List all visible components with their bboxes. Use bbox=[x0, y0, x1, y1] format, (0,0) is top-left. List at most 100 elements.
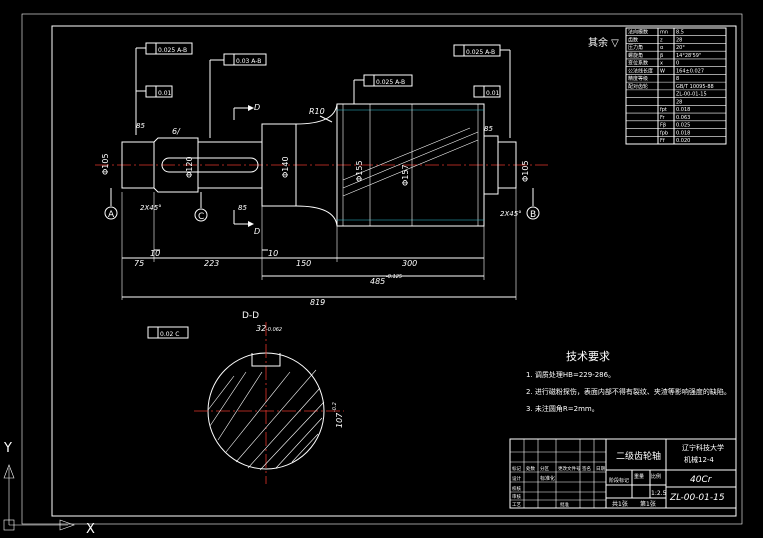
param-cell: 0.063 bbox=[676, 115, 690, 121]
chamfer-left-label: 2X45° bbox=[140, 204, 162, 212]
dim-485: 485 bbox=[370, 277, 385, 286]
fcf-6-text: 0.01 bbox=[486, 90, 500, 97]
sheet-total: 共1张 bbox=[612, 500, 628, 508]
tech-req-item-2: 2. 进行磁粉探伤，表面内部不得有裂纹、夹渣等影响强度的缺陷。 bbox=[526, 387, 731, 396]
datum-b-marker: B bbox=[526, 188, 540, 220]
param-cell: 精度等级 bbox=[628, 75, 648, 82]
param-cell: fpb bbox=[660, 130, 668, 136]
param-cell: 变位系数 bbox=[628, 60, 648, 67]
dia-mid-text: Φ140 bbox=[281, 156, 290, 178]
section-depth-tol: -0.2 bbox=[332, 402, 338, 412]
param-cell: 28 bbox=[676, 99, 682, 105]
tech-req-title: 技术要求 bbox=[566, 350, 610, 363]
fcf-6: 0.01 bbox=[473, 85, 501, 98]
param-cell: β bbox=[660, 53, 663, 59]
section-cut-d-bottom: D bbox=[233, 210, 260, 236]
fcf-3: 0.03 A-B bbox=[209, 53, 267, 138]
param-cell: 0.020 bbox=[676, 138, 690, 144]
param-cell: Fβ bbox=[660, 123, 666, 129]
param-cell: W bbox=[660, 68, 665, 74]
title-block-side-label: 设计 bbox=[512, 475, 521, 482]
title-block-row-label: 日期 bbox=[596, 466, 605, 472]
dim-300: 300 bbox=[402, 259, 417, 268]
std-label: 标准化 bbox=[540, 475, 555, 482]
param-cell: 配对齿轮 bbox=[628, 83, 648, 90]
section-key-dim: 32 bbox=[256, 324, 266, 333]
class-name: 机械12-4 bbox=[684, 455, 714, 464]
material: 40Cr bbox=[690, 475, 713, 485]
param-cell: 压力角 bbox=[628, 44, 643, 51]
section-key-tol: -0.062 bbox=[266, 327, 282, 333]
title-block-row-label: 分区 bbox=[540, 465, 549, 472]
param-cell: Fr bbox=[660, 115, 666, 121]
title-block-side-label: 批准 bbox=[560, 501, 569, 508]
tech-req-item-3: 3. 未注圆角R=2mm。 bbox=[526, 404, 599, 413]
dia-key-text: Φ120 bbox=[185, 156, 194, 178]
school-name: 辽宁科技大学 bbox=[682, 443, 724, 452]
param-cell: 0.018 bbox=[676, 107, 690, 113]
param-cell: fpt bbox=[660, 107, 667, 113]
param-cell: 28 bbox=[676, 37, 682, 43]
title-block-side-label: 校核 bbox=[512, 485, 521, 492]
weight-label: 重量 bbox=[634, 473, 644, 480]
fcf-3-text: 0.03 A-B bbox=[236, 58, 261, 65]
dim-485-tol: -0.125 bbox=[386, 274, 402, 280]
title-block bbox=[509, 438, 737, 509]
roughness-main: 6/ bbox=[172, 127, 181, 136]
cut-d-bottom-label: D bbox=[254, 227, 260, 236]
title-block-row-label: 签名 bbox=[582, 465, 591, 472]
title-block-row-label: 更改文件号 bbox=[558, 465, 581, 472]
dim-819: 819 bbox=[310, 298, 325, 307]
datum-a-marker: A bbox=[104, 188, 118, 220]
ucs-icon: Y X bbox=[3, 441, 95, 537]
scale-value: 1:2.5 bbox=[651, 490, 667, 497]
outer-sheet-border bbox=[21, 13, 743, 525]
chamfer-85-bottom: 85 bbox=[238, 204, 247, 212]
param-cell: x bbox=[660, 61, 663, 67]
datum-c-label: C bbox=[198, 212, 204, 222]
scale-label: 比例 bbox=[651, 473, 661, 480]
ucs-y-label: Y bbox=[3, 441, 12, 456]
dim-75: 75 bbox=[134, 259, 144, 268]
param-cell: 0 bbox=[676, 61, 679, 67]
cut-d-top-label: D bbox=[254, 103, 260, 112]
section-flat-fcf: 0.02 C bbox=[147, 326, 189, 339]
param-cell: 0.025 bbox=[676, 123, 690, 129]
r10-leader bbox=[319, 115, 333, 123]
param-cell: 14°28'59" bbox=[676, 53, 701, 59]
horizontal-dimensions bbox=[121, 188, 517, 300]
fcf-1-text: 0.025 A-B bbox=[158, 47, 187, 54]
param-cell: 螺旋角 bbox=[628, 52, 643, 59]
stage-label: 阶段标记 bbox=[609, 477, 629, 484]
part-name: 二级齿轮轴 bbox=[616, 450, 661, 462]
section-flat-text: 0.02 C bbox=[160, 331, 179, 338]
param-cell: 齿数 bbox=[628, 36, 638, 43]
r10-label: R10 bbox=[309, 107, 325, 116]
title-block-side-label: 工艺 bbox=[512, 502, 521, 508]
param-cell: 164±0.027 bbox=[676, 68, 704, 74]
param-cell: GB/T 10095-88 bbox=[676, 84, 714, 90]
chamfer-85-top-right: 85 bbox=[484, 125, 493, 133]
title-block-row-label: 处数 bbox=[526, 465, 535, 472]
gear-parameter-table bbox=[625, 27, 727, 145]
param-cell: 20° bbox=[676, 45, 685, 51]
fcf-2-text: 0.01 bbox=[158, 90, 172, 97]
param-cell: 0.018 bbox=[676, 130, 690, 136]
section-title: D-D bbox=[242, 311, 259, 321]
param-cell: 8.5 bbox=[676, 30, 684, 36]
chamfer-right-label: 2X45° bbox=[500, 210, 522, 218]
dim-10-right: 10 bbox=[268, 249, 278, 258]
dia-body-text: Φ155 bbox=[355, 160, 364, 182]
param-cell: α bbox=[660, 45, 664, 51]
param-cell: 公法线长度 bbox=[628, 67, 653, 74]
shaft-outline bbox=[121, 103, 517, 227]
dim-223: 223 bbox=[204, 259, 219, 268]
section-cut-d-top: D bbox=[233, 103, 260, 120]
datum-a-label: A bbox=[108, 210, 115, 220]
fcf-4: 0.025 A-B bbox=[353, 74, 413, 104]
title-block-row-label: 标记 bbox=[512, 465, 521, 472]
datum-c-marker: C bbox=[194, 192, 208, 222]
dim-150: 150 bbox=[296, 259, 311, 268]
